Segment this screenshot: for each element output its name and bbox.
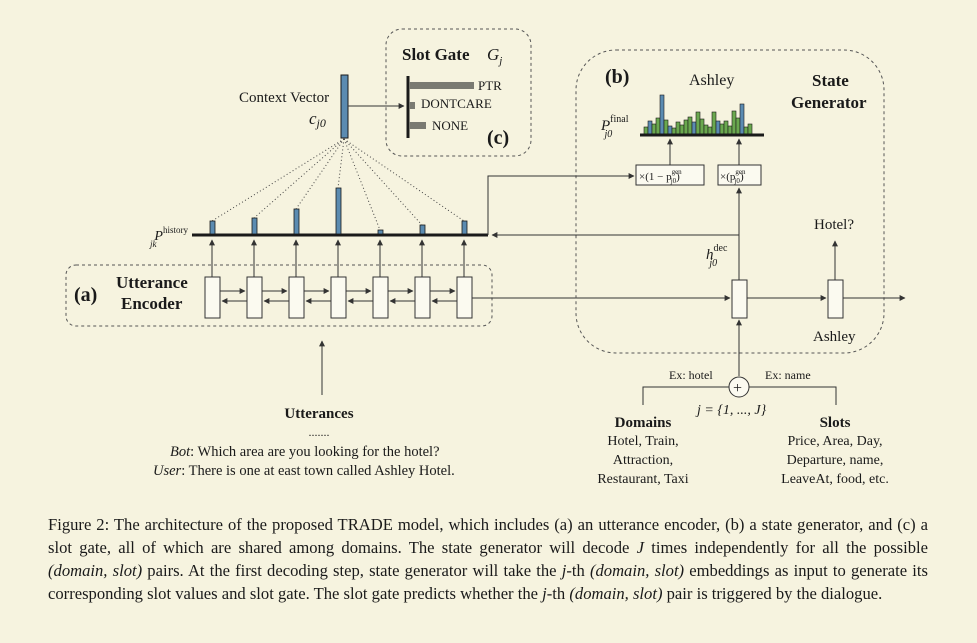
encoder-bidirectional-arrows [220, 288, 457, 304]
state-generator-title-line2: Generator [791, 93, 867, 112]
trade-architecture-diagram: Slot Gate Gj PTR DONTCARE NONE (c) Conte… [65, 28, 906, 487]
encoder-title-line1: Utterance [116, 273, 188, 292]
context-vector-label: Context Vector [239, 90, 329, 106]
slots-bracket [749, 386, 837, 405]
encoder-title-line2: Encoder [121, 294, 183, 313]
history-to-gen-arrow [487, 173, 635, 235]
state-generator-panel [575, 49, 885, 354]
domains-line-1: Hotel, Train, [607, 434, 678, 449]
context-vector-bar [340, 74, 349, 139]
decoder-cell-1 [731, 279, 748, 319]
domains-line-2: Attraction, [613, 453, 673, 468]
decoder-cell-2 [827, 279, 844, 319]
slots-title: Slots [820, 415, 851, 431]
slot-index-range: j = {1, ..., J} [695, 403, 767, 418]
panel-label-a: (a) [74, 284, 97, 306]
gate-bar-dontcare [409, 102, 415, 109]
figure-caption: Figure 2: The architecture of the propos… [48, 515, 928, 603]
domains-title: Domains [615, 415, 672, 431]
gate-label-ptr: PTR [478, 78, 502, 93]
state-generator-title-line1: State [812, 71, 849, 90]
utterances-ellipsis: ....... [309, 425, 330, 439]
slots-line-3: LeaveAt, food, etc. [781, 472, 889, 487]
gate-bar-none [409, 122, 426, 129]
gate-label-none: NONE [432, 118, 468, 133]
encoder-cells [204, 276, 473, 319]
final-distribution-bars [643, 94, 753, 135]
example-slot: Ex: name [765, 368, 811, 382]
next-output-word: Hotel? [814, 217, 854, 233]
encoder-panel [65, 264, 493, 327]
context-vector-symbol: cj0 [309, 109, 326, 130]
slots-line-1: Price, Area, Day, [787, 434, 882, 449]
panel-label-b: (b) [605, 66, 629, 88]
next-input-word: Ashley [813, 329, 856, 345]
utterances-title: Utterances [284, 406, 353, 422]
slots-line-2: Departure, name, [787, 453, 884, 468]
slot-gate-title: Slot Gate [402, 45, 470, 64]
gate-label-dontcare: DONTCARE [421, 96, 492, 111]
user-utterance: User: There is one at east town called A… [153, 463, 455, 479]
panel-label-c: (c) [487, 127, 509, 149]
slot-gate-panel [385, 28, 532, 157]
bot-utterance: Bot: Which area are you looking for the … [170, 444, 440, 460]
example-domain: Ex: hotel [669, 368, 713, 382]
attention-lines [211, 138, 465, 231]
encoder-up-arrows [209, 239, 467, 277]
slot-gate-symbol: Gj [487, 45, 502, 67]
history-bars [209, 187, 468, 235]
sum-plus-icon: + [733, 380, 742, 397]
gate-bar-ptr [409, 82, 474, 89]
domains-bracket [642, 386, 729, 405]
domains-line-3: Restaurant, Taxi [597, 472, 688, 487]
generated-word: Ashley [689, 72, 734, 89]
